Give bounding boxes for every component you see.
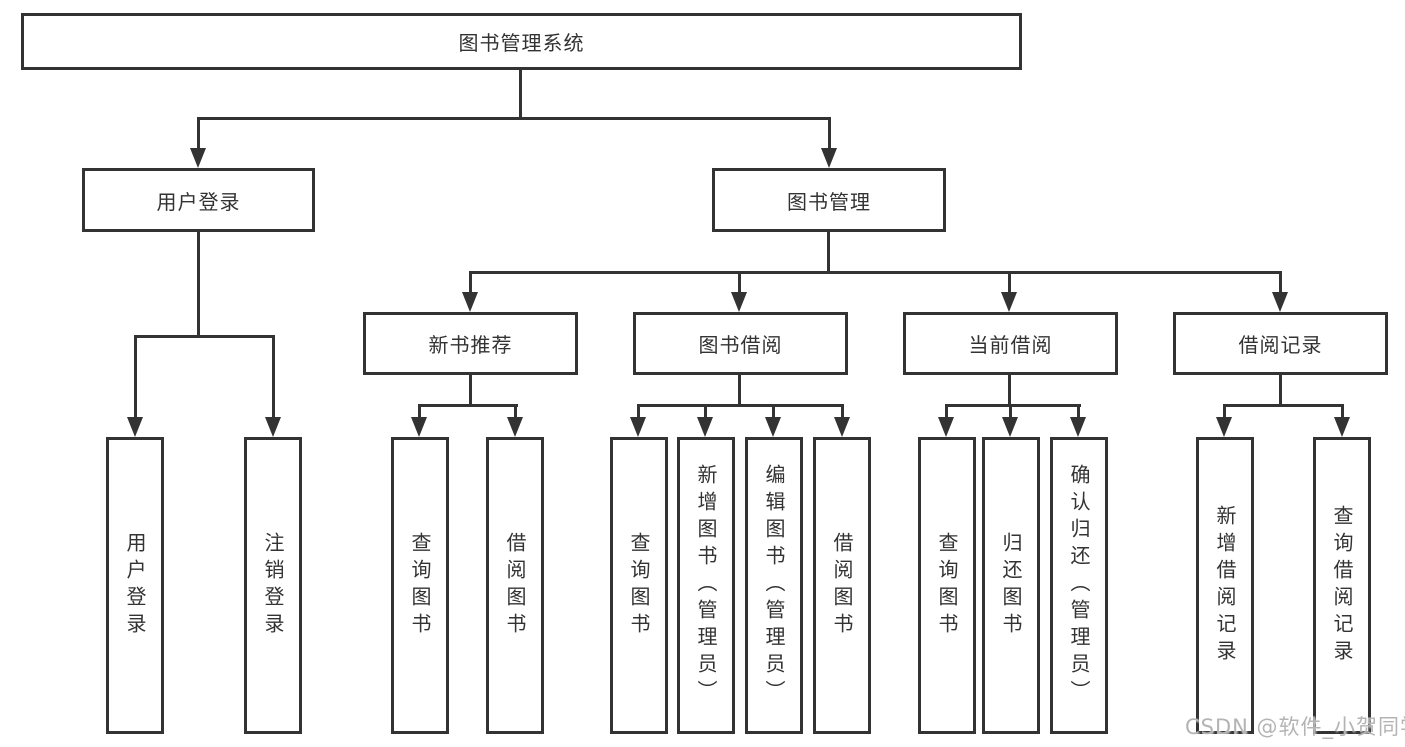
arrow-down-icon [938, 417, 954, 437]
connector-arrow-stem [945, 404, 948, 418]
arrow-down-icon [1272, 292, 1288, 312]
connector-arrow-stem [828, 117, 831, 149]
connector-arrow-stem [637, 404, 640, 418]
connector-arrow-stem [1009, 404, 1012, 418]
csdn-watermark: CSDN @软件_小贺同学 [1185, 715, 1405, 739]
arrow-down-icon [1002, 417, 1018, 437]
arrow-down-icon [731, 292, 747, 312]
connector-arrow-stem [418, 404, 421, 418]
arrow-down-icon [507, 417, 523, 437]
leaf-label: 注销登录 [261, 531, 285, 640]
connector-arrow-stem [1341, 404, 1344, 418]
leaf-label: 确认归还（管理员） [1067, 464, 1091, 707]
connector-arrow-stem [772, 404, 775, 418]
node-library-management-system: 图书管理系统 [21, 13, 1022, 70]
leaf-label: 编辑图书（管理员） [762, 464, 786, 707]
leaf-label: 新增图书（管理员） [694, 464, 718, 707]
leaf-query-borrow-record: 查询借阅记录 [1313, 437, 1371, 734]
connector-arrow-stem [841, 404, 844, 418]
connector-borrowing-stem [738, 375, 741, 407]
arrow-down-icon [834, 417, 850, 437]
node-borrowing-records: 借阅记录 [1173, 312, 1388, 375]
connector-arrow-stem [738, 271, 741, 293]
leaf-add-borrow-record: 新增借阅记录 [1196, 437, 1254, 734]
arrow-down-icon [1070, 417, 1086, 437]
connector-records-stem [1279, 375, 1282, 407]
arrow-down-icon [411, 417, 427, 437]
connector-current-rail [945, 404, 1081, 407]
connector-arrow-stem [134, 335, 137, 418]
leaf-borrow-books-borrowing: 借阅图书 [813, 437, 871, 734]
leaf-return-book: 归还图书 [982, 437, 1040, 734]
node-current-borrowing: 当前借阅 [903, 312, 1118, 375]
leaf-label: 查询图书 [627, 531, 651, 640]
connector-arrow-stem [514, 404, 517, 418]
leaf-query-books-current: 查询图书 [918, 437, 976, 734]
leaf-borrow-books-recommend: 借阅图书 [486, 437, 544, 734]
arrow-down-icon [1001, 292, 1017, 312]
connector-records-rail [1223, 404, 1343, 407]
node-book-management: 图书管理 [712, 168, 946, 232]
arrow-down-icon [630, 417, 646, 437]
arrow-down-icon [1334, 417, 1350, 437]
connector-arrow-stem [1008, 271, 1011, 293]
node-user-login: 用户登录 [82, 168, 315, 232]
arrow-down-icon [265, 417, 281, 437]
leaf-logout: 注销登录 [244, 437, 302, 734]
arrow-down-icon [1216, 417, 1232, 437]
leaf-edit-book-admin: 编辑图书（管理员） [745, 437, 803, 734]
connector-userlogin-stem [197, 232, 200, 338]
connector-arrow-stem [272, 335, 275, 418]
connector-current-stem [1008, 375, 1011, 407]
leaf-label: 查询图书 [408, 531, 432, 640]
leaf-add-book-admin: 新增图书（管理员） [677, 437, 735, 734]
leaf-label: 借阅图书 [830, 531, 854, 640]
arrow-down-icon [190, 148, 206, 168]
connector-arrow-stem [469, 271, 472, 293]
leaf-label: 查询借阅记录 [1330, 504, 1354, 667]
connector-bookmgmt-stem [827, 232, 830, 274]
connector-arrow-stem [1077, 404, 1080, 418]
node-new-book-recommendation: 新书推荐 [363, 312, 578, 375]
leaf-label: 归还图书 [999, 531, 1023, 640]
leaf-label: 新增借阅记录 [1213, 504, 1237, 667]
leaf-label: 查询图书 [935, 531, 959, 640]
leaf-label: 借阅图书 [503, 531, 527, 640]
arrow-down-icon [821, 148, 837, 168]
leaf-label: 用户登录 [123, 531, 147, 640]
connector-arrow-stem [1279, 271, 1282, 293]
arrow-down-icon [462, 292, 478, 312]
arrow-down-icon [765, 417, 781, 437]
leaf-query-books-recommend: 查询图书 [391, 437, 449, 734]
connector-borrowing-rail [637, 404, 844, 407]
connector-root-rail [197, 117, 831, 120]
arrow-down-icon [697, 417, 713, 437]
connector-arrow-stem [704, 404, 707, 418]
leaf-query-books-borrowing: 查询图书 [610, 437, 668, 734]
connector-root-stem [519, 70, 522, 118]
arrow-down-icon [127, 417, 143, 437]
leaf-user-login: 用户登录 [106, 437, 164, 734]
node-book-borrowing: 图书借阅 [633, 312, 848, 375]
leaf-confirm-return-admin: 确认归还（管理员） [1050, 437, 1108, 734]
connector-arrow-stem [197, 117, 200, 149]
connector-recommend-stem [469, 375, 472, 407]
connector-bookmgmt-rail [469, 271, 1282, 274]
connector-recommend-rail [418, 404, 518, 407]
connector-arrow-stem [1223, 404, 1226, 418]
connector-userlogin-rail [134, 335, 275, 338]
